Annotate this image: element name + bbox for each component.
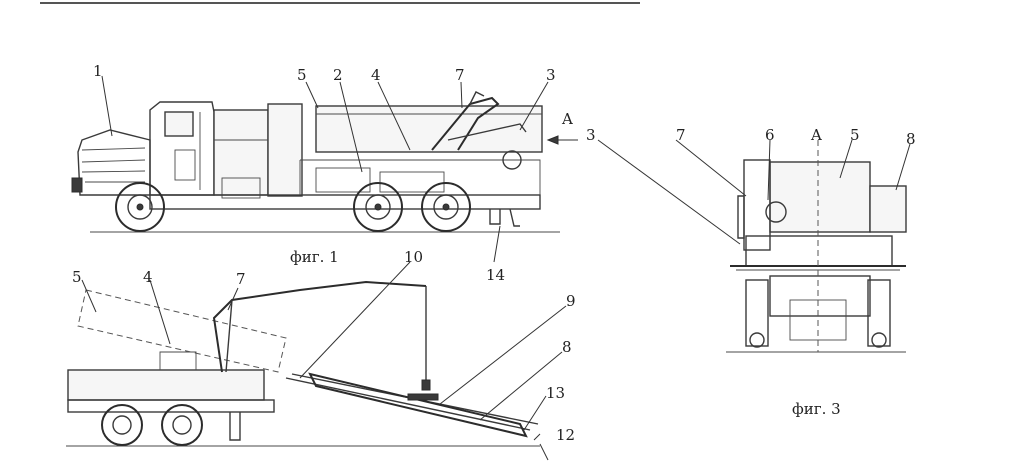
fig2-label-4: 4 [143,268,153,286]
fig3-label-6: 6 [765,126,775,144]
fig2-label-8: 8 [562,338,572,356]
figure-3-caption: фиг. 3 [792,400,841,418]
fig1-label-1: 1 [93,62,103,80]
fig2-label-7: 7 [236,270,246,288]
fig3-view-axis-a: A [810,126,822,144]
fig2-label-10: 10 [404,248,423,266]
fig1-label-3: 3 [546,66,556,84]
fig3-label-7: 7 [676,126,686,144]
figure-1-caption: фиг. 1 [290,248,339,266]
fig1-wheels [115,182,471,232]
fig1-view-arrow-a: A [561,110,573,128]
fig2-label-5: 5 [72,268,82,286]
figure-2-loading-scheme: 5 4 7 10 9 8 13 12 [66,248,576,461]
figure-1-truck-side-view: 1 5 2 4 7 3 14 A фиг. 1 [71,62,578,284]
fig2-label-9: 9 [566,292,576,310]
fig3-label-3: 3 [586,126,596,144]
figure-3-rear-view: 3 7 6 A 5 8 фиг. 3 [586,126,916,418]
fig1-label-7: 7 [455,66,465,84]
fig2-label-13: 13 [546,384,565,402]
fig1-label-2: 2 [333,66,343,84]
fig1-label-5: 5 [297,66,307,84]
fig3-label-5: 5 [850,126,860,144]
fig3-label-8: 8 [906,130,916,148]
fig1-label-14: 14 [486,266,505,284]
fig2-label-12: 12 [556,426,575,444]
fig1-label-4: 4 [371,66,381,84]
